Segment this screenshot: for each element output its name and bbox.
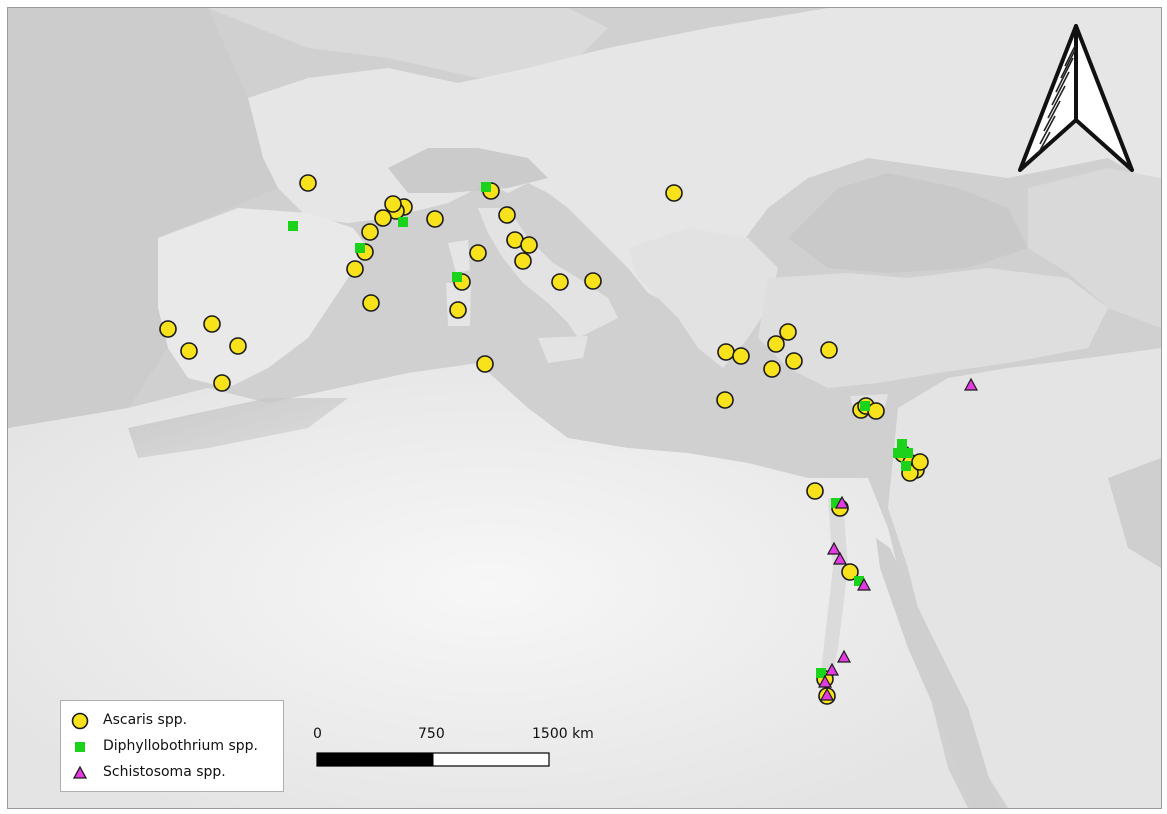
schistosoma-site-marker[interactable]	[856, 577, 872, 591]
legend-item-schistosoma: Schistosoma spp.	[61, 762, 283, 784]
scale-bar-black-segment	[317, 753, 433, 766]
scale-bar	[316, 752, 550, 767]
ascaris-site-marker[interactable]	[384, 195, 402, 213]
schistosoma-site-marker[interactable]	[963, 377, 979, 391]
scale-label-end: 1500 km	[532, 726, 594, 742]
ascaris-site-marker[interactable]	[767, 335, 785, 353]
ascaris-site-marker[interactable]	[911, 453, 929, 471]
ascaris-site-marker[interactable]	[785, 352, 803, 370]
ascaris-site-marker[interactable]	[180, 342, 198, 360]
ascaris-site-marker[interactable]	[203, 315, 221, 333]
schistosoma-site-marker[interactable]	[826, 541, 842, 555]
scale-label-mid: 750	[418, 726, 445, 742]
land-corsica	[448, 240, 470, 273]
alps	[388, 148, 548, 193]
diphyllobothrium-site-marker[interactable]	[854, 576, 864, 586]
legend-item-diphyllobothrium: Diphyllobothrium spp.	[61, 736, 283, 758]
ascaris-site-marker[interactable]	[498, 206, 516, 224]
land-europe	[248, 8, 1161, 308]
circle-icon	[71, 712, 89, 730]
legend-item-ascaris: Ascaris spp.	[61, 710, 283, 732]
legend-label: Schistosoma spp.	[103, 764, 226, 780]
land-caucasus	[1028, 168, 1161, 328]
north-arrow-icon	[1018, 24, 1134, 172]
ascaris-site-marker[interactable]	[806, 482, 824, 500]
schistosoma-site-marker[interactable]	[819, 687, 835, 701]
ascaris-site-marker[interactable]	[820, 341, 838, 359]
black-sea	[788, 173, 1028, 273]
diphyllobothrium-site-marker[interactable]	[816, 668, 826, 678]
ascaris-site-marker[interactable]	[374, 209, 392, 227]
ascaris-site-marker[interactable]	[514, 252, 532, 270]
land-iberia	[158, 208, 368, 388]
ascaris-site-marker[interactable]	[732, 347, 750, 365]
atlas-mountains	[128, 398, 348, 458]
diphyllobothrium-site-marker[interactable]	[897, 439, 907, 449]
diphyllobothrium-site-marker[interactable]	[893, 448, 903, 458]
ascaris-site-marker[interactable]	[346, 260, 364, 278]
ascaris-site-marker[interactable]	[229, 337, 247, 355]
site-markers	[159, 174, 979, 705]
schistosoma-site-marker[interactable]	[836, 649, 852, 663]
schistosoma-site-marker[interactable]	[817, 674, 833, 688]
legend-label: Ascaris spp.	[103, 712, 188, 728]
ascaris-site-marker[interactable]	[299, 174, 317, 192]
diphyllobothrium-site-marker[interactable]	[288, 221, 298, 231]
ascaris-site-marker[interactable]	[763, 360, 781, 378]
ascaris-site-marker[interactable]	[717, 343, 735, 361]
scale-bar-white-segment	[432, 752, 550, 767]
land-northern-europe	[208, 8, 608, 78]
ascaris-site-marker[interactable]	[584, 272, 602, 290]
land-sicily	[538, 336, 588, 363]
red-sea	[876, 538, 998, 808]
schistosoma-site-marker[interactable]	[832, 551, 848, 565]
diphyllobothrium-site-marker[interactable]	[901, 461, 911, 471]
diphyllobothrium-site-marker[interactable]	[452, 272, 462, 282]
diphyllobothrium-site-marker[interactable]	[831, 498, 841, 508]
ascaris-site-marker[interactable]	[213, 374, 231, 392]
ascaris-site-marker[interactable]	[476, 355, 494, 373]
ascaris-site-marker[interactable]	[159, 320, 177, 338]
land-balkans	[628, 228, 778, 368]
diphyllobothrium-site-marker[interactable]	[481, 182, 491, 192]
ascaris-site-marker[interactable]	[426, 210, 444, 228]
legend-label: Diphyllobothrium spp.	[103, 738, 258, 754]
schistosoma-site-marker[interactable]	[824, 662, 840, 676]
map-legend: Ascaris spp. Diphyllobothrium spp. Schis…	[60, 700, 284, 792]
ascaris-site-marker[interactable]	[520, 236, 538, 254]
nile-valley	[818, 498, 848, 698]
diphyllobothrium-site-marker[interactable]	[398, 217, 408, 227]
schistosoma-site-marker[interactable]	[834, 495, 850, 509]
land-anatolia	[758, 268, 1108, 388]
land-north-africa	[8, 363, 968, 808]
triangle-icon	[72, 765, 88, 779]
relief-basemap	[8, 8, 1161, 808]
ascaris-site-marker[interactable]	[716, 391, 734, 409]
ascaris-site-marker[interactable]	[362, 294, 380, 312]
scale-label-zero: 0	[313, 726, 322, 742]
map-frame[interactable]: 0 750 1500 km Ascaris spp. Diphyllobothr…	[7, 7, 1162, 809]
diphyllobothrium-site-marker[interactable]	[903, 448, 913, 458]
ascaris-site-marker[interactable]	[665, 184, 683, 202]
ascaris-site-marker[interactable]	[469, 244, 487, 262]
ascaris-site-marker[interactable]	[779, 323, 797, 341]
atlantic-ocean	[8, 8, 278, 428]
diphyllobothrium-site-marker[interactable]	[860, 401, 870, 411]
ascaris-site-marker[interactable]	[551, 273, 569, 291]
persian-gulf	[1108, 458, 1161, 568]
ascaris-site-marker[interactable]	[449, 301, 467, 319]
ascaris-site-marker[interactable]	[361, 223, 379, 241]
square-icon	[75, 742, 85, 752]
ascaris-site-marker[interactable]	[867, 402, 885, 420]
diphyllobothrium-site-marker[interactable]	[355, 243, 365, 253]
